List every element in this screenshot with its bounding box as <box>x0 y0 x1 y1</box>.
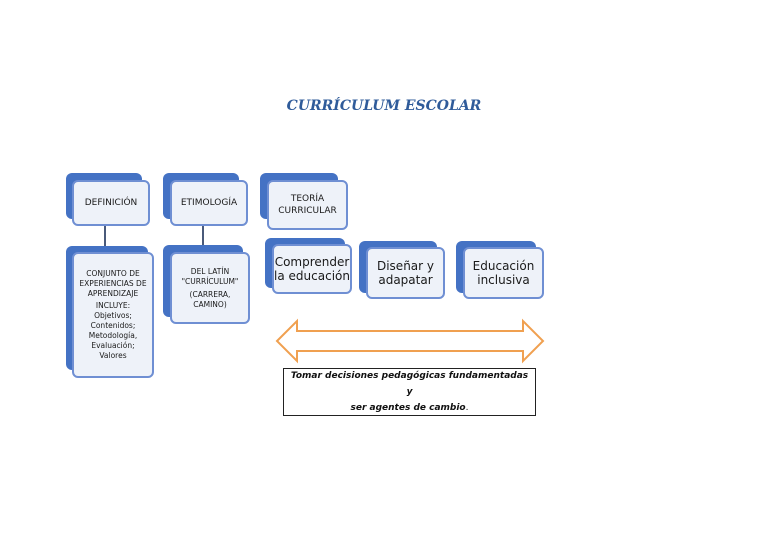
comprender-node: Comprender la educación <box>272 244 352 294</box>
educacion-node: Educación inclusiva <box>463 247 544 299</box>
educacion-line2: inclusiva <box>477 273 530 287</box>
comprender-line2: la educación <box>274 269 350 283</box>
incluye-label: INCLUYE: <box>95 301 131 310</box>
comprender-line1: Comprender <box>274 255 350 269</box>
incluye-item: Objetivos; <box>94 311 132 320</box>
incluye-item: Metodología, <box>88 331 138 340</box>
incluye-item: Evaluación; <box>91 341 135 350</box>
educacion-line1: Educación <box>472 259 535 273</box>
incluye-item: Valores <box>99 351 127 360</box>
definicion-node: DEFINICIÓN <box>72 180 150 226</box>
disenar-line2: adapatar <box>378 273 433 287</box>
teoria-label-line2: CURRICULAR <box>278 206 337 216</box>
teoria-label-line1: TEORÍA <box>290 194 325 204</box>
latin-line1: DEL LATÍN <box>190 266 230 276</box>
latin-line4: CAMINO) <box>193 299 227 309</box>
disenar-node: Diseñar y adapatar <box>366 247 445 299</box>
definicion-label: DEFINICIÓN <box>84 198 138 208</box>
conjunto-node: CONJUNTO DE EXPERIENCIAS DE APRENDIZAJE … <box>72 252 154 378</box>
latin-line2: "CURRÍCULUM" <box>181 276 239 286</box>
conjunto-line3: APRENDIZAJE <box>87 289 139 298</box>
conclusion-note: Tomar decisiones pedagógicas fundamentad… <box>283 368 536 416</box>
teoria-node: TEORÍA CURRICULAR <box>267 180 348 230</box>
latin-line3: (CARRERA, <box>189 289 231 299</box>
incluye-item: Contenidos; <box>90 321 136 330</box>
diagram-title: CURRÍCULUM ESCOLAR <box>286 98 482 114</box>
double-arrow-icon <box>275 318 545 364</box>
etimologia-label: ETIMOLOGÍA <box>180 198 238 208</box>
definicion-connector <box>104 226 106 248</box>
note-line2: ser agentes de cambio <box>350 403 466 413</box>
note-line1: Tomar decisiones pedagógicas fundamentad… <box>290 371 529 397</box>
conjunto-line1: CONJUNTO DE <box>86 269 140 278</box>
latin-node: DEL LATÍN "CURRÍCULUM" (CARRERA, CAMINO) <box>170 252 250 324</box>
etimologia-connector <box>202 226 204 246</box>
etimologia-node: ETIMOLOGÍA <box>170 180 248 226</box>
conjunto-line2: EXPERIENCIAS DE <box>79 279 147 288</box>
disenar-line1: Diseñar y <box>376 259 435 273</box>
note-period: . <box>465 403 469 413</box>
